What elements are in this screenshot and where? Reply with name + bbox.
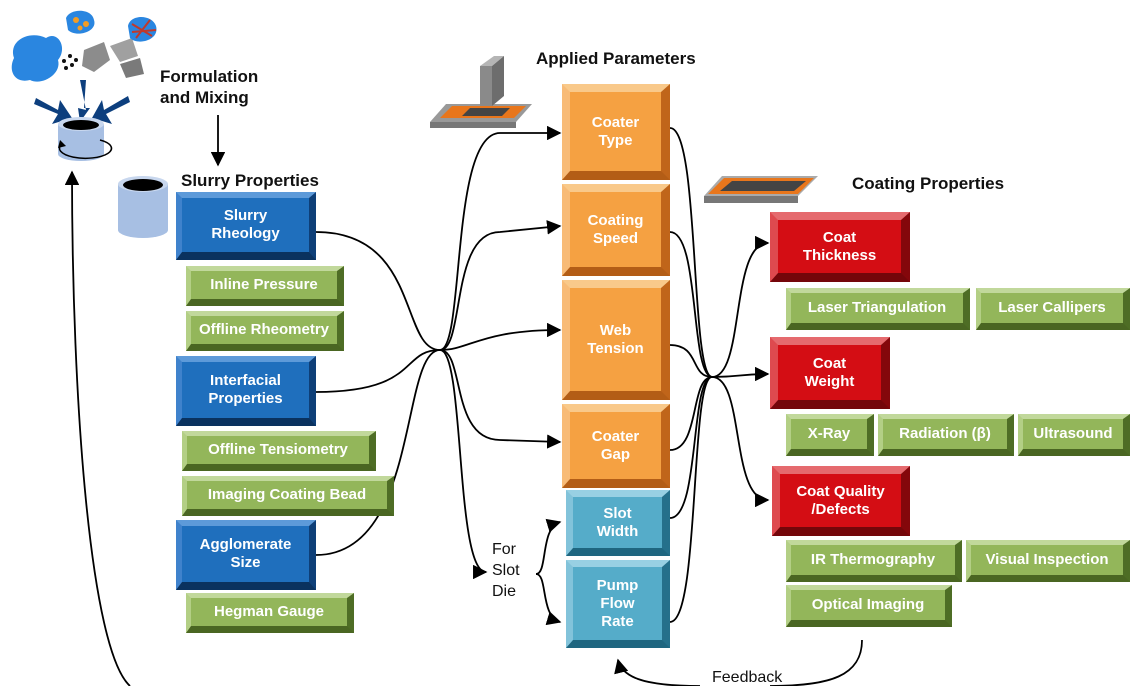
slot-width-box: Slot Width — [566, 490, 670, 556]
web-tension-label: Web Tension — [587, 321, 644, 357]
ultrasound-box: Ultrasound — [1018, 414, 1130, 456]
pump-flow-rate-box: Pump Flow Rate — [566, 560, 670, 648]
radiation-box: Radiation (β) — [878, 414, 1014, 456]
laser-callipers-label: Laser Callipers — [998, 299, 1106, 316]
hegman-gauge-box: Hegman Gauge — [186, 593, 354, 633]
imaging-coating-bead-box: Imaging Coating Bead — [182, 476, 394, 516]
interfacial-properties-label: Interfacial Properties — [208, 372, 283, 407]
coater-type-box: Coater Type — [562, 84, 670, 180]
coat-weight-label: Coat Weight — [804, 354, 855, 390]
offline-tensiometry-box: Offline Tensiometry — [182, 431, 376, 471]
inline-pressure-box: Inline Pressure — [186, 266, 344, 306]
mixing-arrows-icon — [34, 80, 130, 124]
coat-thickness-box: Coat Thickness — [770, 212, 910, 282]
slot-die-note: For Slot Die — [492, 541, 520, 600]
offline-rheometry-label: Offline Rheometry — [198, 321, 330, 338]
offline-rheometry-box: Offline Rheometry — [186, 311, 344, 351]
coating-speed-label: Coating Speed — [587, 211, 644, 247]
coated-foil-icon — [704, 176, 818, 203]
offline-tensiometry-label: Offline Tensiometry — [208, 441, 348, 458]
web-tension-box: Web Tension — [562, 280, 670, 400]
slurry-container-icon — [118, 176, 168, 238]
hegman-gauge-label: Hegman Gauge — [213, 603, 325, 620]
agglomerate-size-label: Agglomerate Size — [199, 536, 292, 571]
optical-imaging-box: Optical Imaging — [786, 585, 952, 627]
visual-inspection-label: Visual Inspection — [985, 551, 1109, 568]
applied-parameters-heading: Applied Parameters — [536, 49, 696, 68]
xray-box: X-Ray — [786, 414, 874, 456]
slurry-properties-heading: Slurry Properties — [181, 171, 319, 190]
radiation-label: Radiation (β) — [899, 425, 991, 442]
coat-quality-box: Coat Quality /Defects — [772, 466, 910, 536]
pump-flow-rate-label: Pump Flow Rate — [596, 576, 639, 630]
coater-type-label: Coater Type — [591, 113, 640, 149]
interfacial-properties-box: Interfacial Properties — [176, 356, 316, 426]
visual-inspection-box: Visual Inspection — [966, 540, 1130, 582]
mixer-icon — [58, 117, 113, 161]
laser-triangulation-box: Laser Triangulation — [786, 288, 970, 330]
xray-label: X-Ray — [807, 425, 851, 442]
coating-speed-box: Coating Speed — [562, 184, 670, 276]
coat-thickness-label: Coat Thickness — [802, 228, 877, 264]
ir-thermography-box: IR Thermography — [786, 540, 962, 582]
optical-imaging-label: Optical Imaging — [811, 596, 925, 613]
laser-callipers-box: Laser Callipers — [976, 288, 1130, 330]
coat-weight-box: Coat Weight — [770, 337, 890, 409]
coater-gap-label: Coater Gap — [591, 427, 640, 463]
inline-pressure-label: Inline Pressure — [210, 276, 318, 293]
ultrasound-label: Ultrasound — [1033, 425, 1113, 442]
agglomerate-size-box: Agglomerate Size — [176, 520, 316, 590]
slurry-rheology-label: Slurry Rheology — [211, 207, 280, 242]
coat-quality-label: Coat Quality /Defects — [796, 482, 885, 518]
ingredients-icon — [11, 10, 157, 82]
slot-width-label: Slot Width — [596, 504, 639, 540]
coating-properties-heading: Coating Properties — [852, 174, 1005, 193]
feedback-label: Feedback — [712, 669, 783, 686]
formulation-heading: Formulation and Mixing — [160, 67, 259, 108]
ir-thermography-label: IR Thermography — [810, 551, 936, 568]
coater-gap-box: Coater Gap — [562, 404, 670, 488]
imaging-coating-bead-label: Imaging Coating Bead — [207, 486, 367, 503]
slurry-rheology-box: Slurry Rheology — [176, 192, 316, 260]
laser-triangulation-label: Laser Triangulation — [807, 299, 947, 316]
slot-die-coater-icon — [430, 56, 532, 128]
